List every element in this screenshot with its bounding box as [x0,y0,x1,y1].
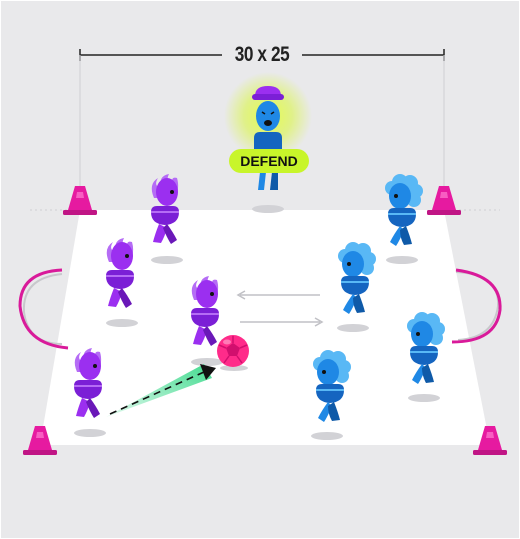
field-dimension-label: 30 x 25 [234,43,290,66]
pass-arrow [106,364,216,417]
pitch [40,210,490,445]
defend-tag [229,149,309,173]
defend-label: DEFEND [240,153,298,169]
player-shadows [74,205,440,440]
coach-defender [224,72,312,190]
movement-arrow-right [240,317,324,327]
goal-arc-left [18,268,69,350]
movement-arrow-left [236,290,320,300]
soccer-ball-icon [217,335,249,367]
goal-arc-right [451,268,502,344]
